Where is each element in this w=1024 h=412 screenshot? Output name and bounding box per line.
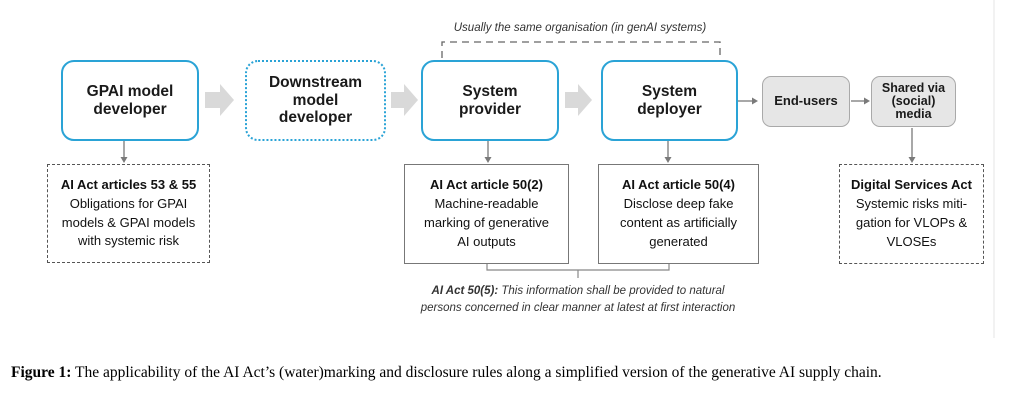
flow-arrow-1 — [205, 84, 234, 116]
node-line: provider — [458, 100, 521, 118]
note-ai-act-50-4: AI Act article 50(4) Disclose deep fake … — [598, 164, 759, 264]
note-line: AI outputs — [457, 233, 516, 249]
top-dashed-bracket — [441, 41, 721, 58]
figure-caption: Figure 1: The applicability of the AI Ac… — [11, 362, 1019, 384]
caption-label: Figure 1: — [11, 364, 72, 381]
note-line: VLOSEs — [886, 233, 937, 249]
bottom-brace — [486, 264, 670, 278]
note-line: models & GPAI models — [61, 214, 196, 230]
node-line: deployer — [637, 100, 702, 118]
node-line: model — [292, 91, 339, 109]
bottom-note: AI Act 50(5): This information shall be … — [378, 283, 778, 316]
note-line: Systemic risks miti- — [855, 196, 968, 212]
note-ai-act-53-55: AI Act articles 53 & 55 Obligations for … — [47, 164, 210, 263]
note-heading: Digital Services Act — [851, 177, 972, 193]
note-heading: AI Act article 50(4) — [622, 177, 735, 193]
note-line: Machine-readable — [434, 196, 539, 212]
node-line: developer — [278, 109, 353, 127]
bottom-note-line1: This information shall be provided to na… — [498, 285, 725, 297]
note-heading: AI Act article 50(2) — [430, 177, 543, 193]
node-shared-via-social-media: Shared via(social)media — [871, 76, 956, 127]
note-line: with systemic risk — [77, 233, 180, 249]
node-end-users: End-users — [762, 76, 850, 127]
note-line: marking of generative — [423, 215, 549, 230]
note-ai-act-50-2: AI Act article 50(2) Machine-readable ma… — [404, 164, 569, 264]
flow-arrow-3 — [565, 84, 592, 116]
top-label: Usually the same organisation (in genAI … — [453, 22, 707, 34]
node-line: developer — [93, 100, 167, 118]
note-digital-services-act: Digital Services Act Systemic risks miti… — [839, 164, 984, 264]
node-line: End-users — [774, 93, 838, 109]
note-line: generated — [649, 233, 708, 249]
bottom-note-line2: persons concerned in clear manner at lat… — [420, 301, 736, 314]
caption-text: The applicability of the AI Act’s (water… — [71, 364, 882, 381]
node-line: System — [641, 82, 698, 100]
note-line: content as artificially — [619, 215, 738, 230]
note-line: Obligations for GPAI — [69, 195, 188, 211]
node-line: System — [462, 82, 518, 100]
note-line: gation for VLOPs & — [855, 215, 968, 230]
note-line: Disclose deep fake — [623, 196, 734, 212]
node-line: Shared via — [881, 80, 946, 95]
node-line: (social) — [891, 93, 936, 108]
bottom-note-bold: AI Act 50(5): — [431, 285, 499, 297]
node-line: Downstream — [268, 73, 363, 91]
node-line: media — [895, 107, 932, 122]
note-heading: AI Act articles 53 & 55 — [60, 176, 197, 192]
flow-arrow-2 — [391, 84, 418, 116]
node-line: GPAI model — [86, 82, 174, 100]
